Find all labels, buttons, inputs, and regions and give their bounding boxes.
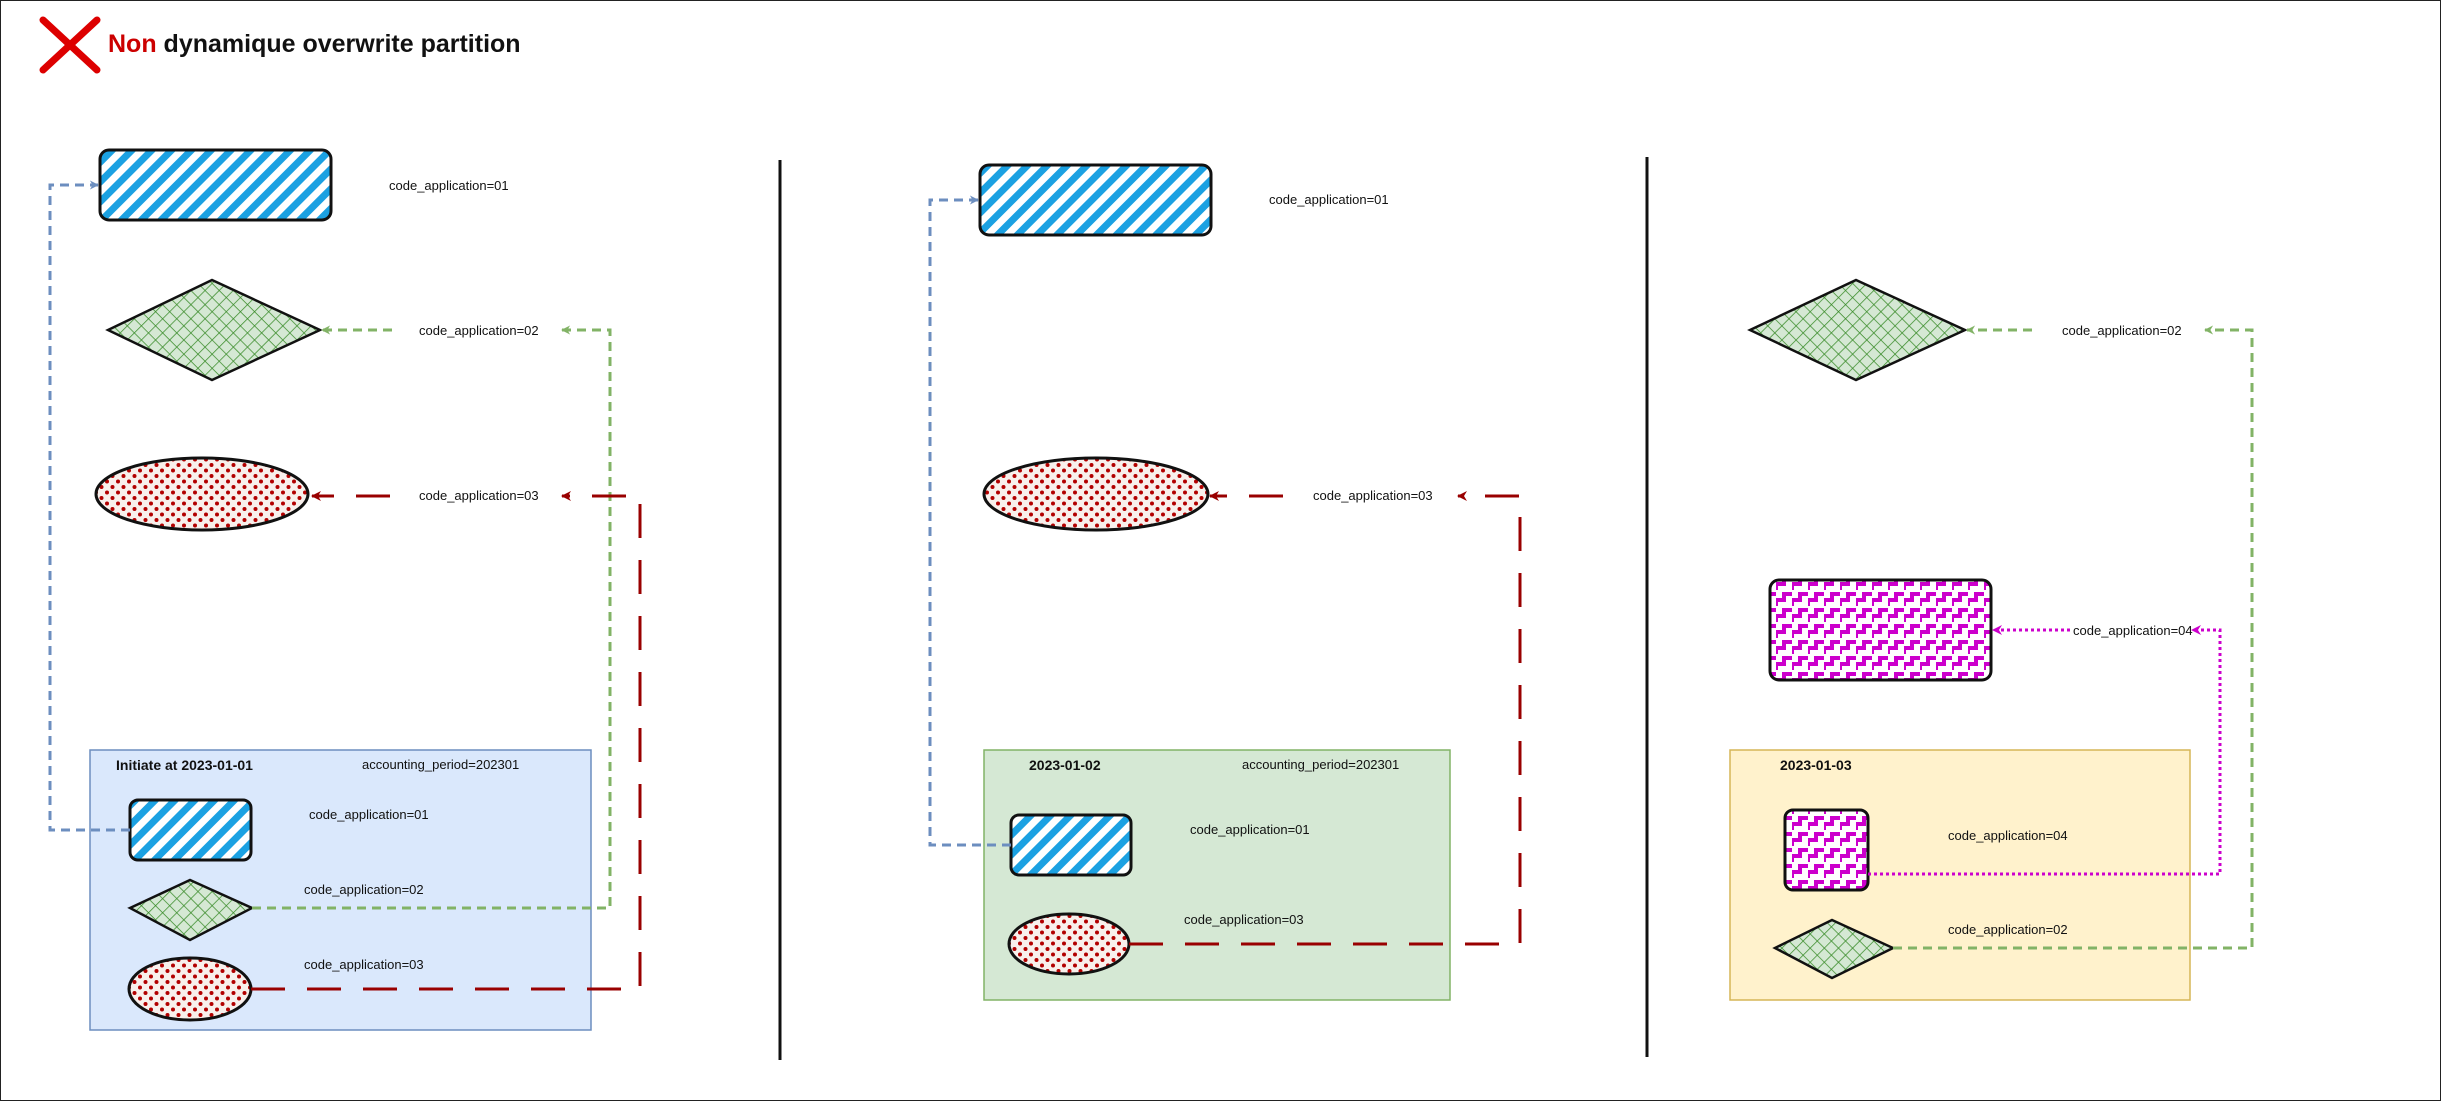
result-2-app03-shape	[982, 456, 1210, 532]
result-3-app04-shape	[1768, 578, 1993, 682]
panel-2-app03-shape	[1007, 912, 1131, 976]
connector-1-app02	[252, 325, 612, 910]
result-1-app03-label: code_application=03	[419, 488, 539, 503]
panel-2-period: accounting_period=202301	[1242, 757, 1399, 772]
connector-3-app04	[1868, 625, 2222, 876]
panel-1-app01-shape	[128, 798, 253, 862]
panel-1-app01-label: code_application=01	[309, 807, 429, 822]
panel-3-app04-shape	[1783, 808, 1870, 892]
panel-1-period: accounting_period=202301	[362, 757, 519, 772]
result-1-app02-label: code_application=02	[419, 323, 539, 338]
result-2-app01-label: code_application=01	[1269, 192, 1389, 207]
result-3-app02-label: code_application=02	[2062, 323, 2182, 338]
result-2-app03-label: code_application=03	[1313, 488, 1433, 503]
panel-3-title: 2023-01-03	[1780, 757, 1852, 773]
panel-1-app03-label: code_application=03	[304, 957, 424, 972]
panel-1-title: Initiate at 2023-01-01	[116, 757, 253, 773]
panel-3-app04-label: code_application=04	[1948, 828, 2068, 843]
connector-1-app03	[251, 491, 642, 991]
panel-2-app01-shape	[1009, 813, 1133, 877]
result-2-app01-shape	[978, 163, 1213, 237]
panel-1-app03-shape	[127, 956, 253, 1022]
page-title-negation: Non	[108, 30, 157, 58]
panel-2-app01-label: code_application=01	[1190, 822, 1310, 837]
page-title: Non dynamique overwrite partition	[108, 30, 521, 59]
cross-icon	[39, 16, 101, 74]
connector-2-app03	[1129, 491, 1522, 946]
panel-2-app03-label: code_application=03	[1184, 912, 1304, 927]
result-1-app01-label: code_application=01	[389, 178, 509, 193]
result-3-app02-shape	[1747, 278, 1968, 382]
panel-1-app02-label: code_application=02	[304, 882, 424, 897]
result-1-app01-shape	[98, 148, 333, 222]
panel-3-app02-label: code_application=02	[1948, 922, 2068, 937]
result-3-app04-label: code_application=04	[2073, 623, 2193, 638]
page-title-rest: dynamique overwrite partition	[156, 30, 521, 58]
result-1-app02-shape	[105, 278, 323, 382]
connector-3-app02	[1893, 325, 2254, 950]
connector-2-app01	[928, 195, 1011, 847]
panel-2-title: 2023-01-02	[1029, 757, 1101, 773]
result-1-app03-shape	[94, 456, 310, 532]
